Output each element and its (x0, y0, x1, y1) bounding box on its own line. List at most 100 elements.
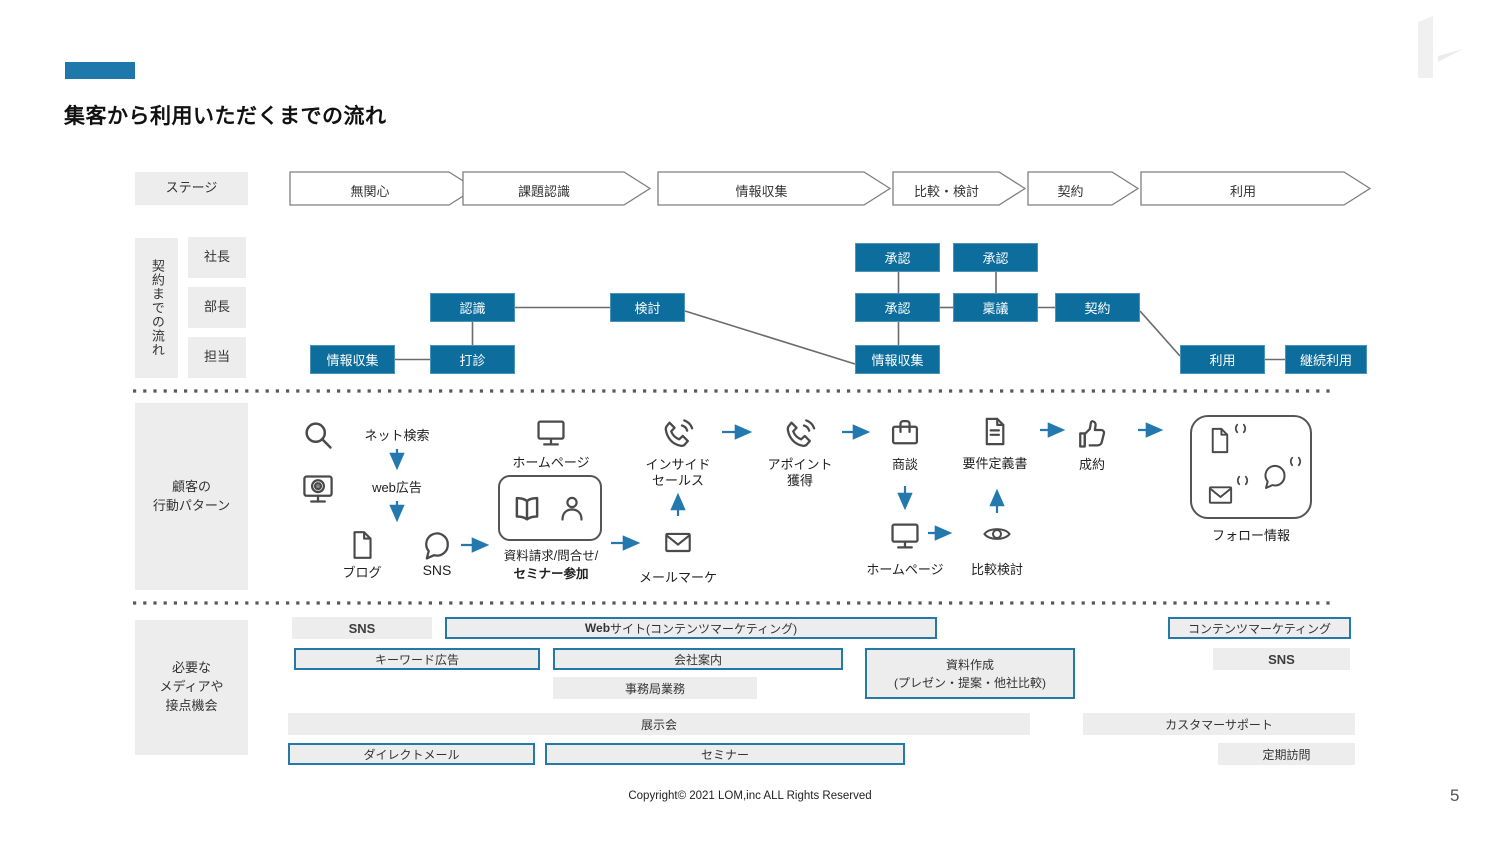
behavior-label-line1: 顧客の (171, 478, 211, 494)
stage-step-5: 契約 (1057, 184, 1084, 199)
label-negotiation: 商談 (891, 457, 918, 472)
label-request-line1: 資料請求/問合せ/ (503, 549, 599, 563)
stage-step-3: 情報収集 (735, 184, 788, 199)
label-mail-marketing: メールマーケ (638, 570, 717, 585)
flow-node-approve-top2: 承認 (953, 243, 1038, 272)
accent-bar (65, 62, 135, 79)
bar-sns-left: SNS (292, 617, 432, 639)
media-section-label: 必要な メディアや 接点機会 (135, 620, 248, 755)
label-homepage-bottom: ホームページ (866, 562, 944, 577)
label-requirements: 要件定義書 (962, 456, 1028, 471)
bar-office-work: 事務局業務 (553, 677, 757, 699)
flow-node-approve-mid: 承認 (855, 293, 940, 322)
label-comparison: 比較検討 (970, 562, 1023, 577)
follow-doc-icon (1205, 426, 1234, 455)
bar-content-marketing: コンテンツマーケティング (1168, 617, 1351, 639)
stage-step-1: 無関心 (350, 184, 390, 199)
stage-step-4: 比較・検討 (913, 184, 979, 199)
flow-node-dashin: 打診 (430, 345, 515, 374)
role-staff: 担当 (188, 337, 246, 378)
comparison-eye-icon (980, 521, 1014, 551)
homepage-monitor-icon (533, 416, 569, 450)
behavior-section-label: 顧客の 行動パターン (135, 403, 248, 590)
follow-chat-sync-icon (1289, 455, 1302, 468)
bar-doc-creation-line1: 資料作成 (945, 657, 994, 672)
bar-website-rest: サイト(コンテンツマーケティング) (610, 621, 798, 636)
stage-label: ステージ (135, 172, 248, 205)
negotiation-briefcase-icon (888, 416, 922, 450)
media-label-line2: メディアや (159, 679, 224, 695)
role-manager: 部長 (188, 287, 246, 328)
follow-doc-sync-icon (1234, 422, 1247, 435)
label-net-search: ネット検索 (364, 428, 430, 443)
follow-chat-icon (1260, 462, 1290, 492)
flow-node-approve-top1: 承認 (855, 243, 940, 272)
requirements-doc-icon (978, 415, 1011, 448)
appointment-phone-icon (783, 417, 817, 451)
flow-node-kento: 検討 (610, 293, 685, 322)
flow-node-ringi: 稟議 (953, 293, 1038, 322)
stage-chevrons (289, 171, 1372, 206)
follow-mail-sync-icon (1236, 474, 1249, 487)
search-icon (301, 418, 335, 452)
attendee-person-icon (557, 493, 587, 523)
media-label-line3: 接点機会 (165, 697, 218, 713)
stage-chevron-6 (1140, 171, 1372, 206)
closing-thumbsup-icon (1074, 417, 1108, 451)
stage-chevron-1 (289, 171, 477, 206)
bar-keyword-ad: キーワード広告 (294, 648, 540, 670)
flow-node-riyo: 利用 (1180, 345, 1265, 374)
behavior-arrows (389, 422, 1164, 553)
catalog-book-icon (511, 493, 543, 525)
stage-chevron-3 (657, 171, 892, 206)
behavior-label-line2: 行動パターン (152, 497, 231, 513)
label-web-ad: web広告 (372, 480, 422, 495)
flow-node-keiyaku: 契約 (1055, 293, 1140, 322)
bar-regular-visit: 定期訪問 (1218, 743, 1355, 765)
label-homepage-top: ホームページ (512, 455, 590, 470)
stage-step-6: 利用 (1229, 184, 1256, 199)
flow-node-info1: 情報収集 (310, 345, 395, 374)
label-follow-info: フォロー情報 (1211, 528, 1290, 543)
page-title: 集客から利用いただくまでの流れ (64, 105, 387, 128)
bar-doc-creation: 資料作成 (プレゼン・提案・他社比較) (865, 648, 1075, 699)
bar-customer-support: カスタマーサポート (1083, 713, 1355, 735)
label-request-line2: セミナー参加 (513, 567, 589, 581)
copyright-text: Copyright© 2021 LOM,inc ALL Rights Reser… (628, 790, 872, 802)
label-blog: ブログ (342, 565, 382, 580)
stage-chevron-4 (892, 171, 1027, 206)
bar-seminar: セミナー (545, 743, 905, 765)
homepage2-monitor-icon (887, 519, 923, 553)
flow-node-keizoku: 継続利用 (1285, 345, 1367, 374)
web-ad-monitor-icon (300, 472, 336, 506)
label-appointment-1: アポイント (767, 457, 833, 472)
role-president: 社長 (188, 237, 246, 278)
bar-website-bold: Web (584, 621, 611, 635)
request-box (498, 475, 602, 541)
page-number: 5 (1450, 786, 1460, 805)
label-closing: 成約 (1078, 457, 1105, 472)
flow-node-info2: 情報収集 (855, 345, 940, 374)
sns-bubble-icon (420, 529, 454, 563)
label-sns: SNS (422, 562, 452, 578)
label-appointment-2: 獲得 (786, 473, 813, 488)
media-label-line1: 必要な (171, 660, 211, 676)
label-inside-sales-2: セールス (651, 473, 704, 488)
bar-company-guide: 会社案内 (553, 648, 843, 670)
stage-step-2: 課題認識 (517, 184, 570, 199)
bar-doc-creation-line2: (プレゼン・提案・他社比較) (894, 675, 1046, 690)
flow-connectors (395, 272, 1285, 365)
follow-info-box (1190, 415, 1312, 519)
label-inside-sales-1: インサイド (645, 457, 711, 472)
mail-envelope-icon (661, 527, 695, 559)
bar-direct-mail: ダイレクトメール (288, 743, 535, 765)
stage-chevron-5 (1027, 171, 1140, 206)
logo-mark (1418, 16, 1463, 78)
blog-document-icon (346, 529, 378, 561)
follow-mail-icon (1205, 481, 1236, 510)
stage-chevron-2 (462, 171, 652, 206)
bar-exhibition: 展示会 (288, 713, 1030, 735)
